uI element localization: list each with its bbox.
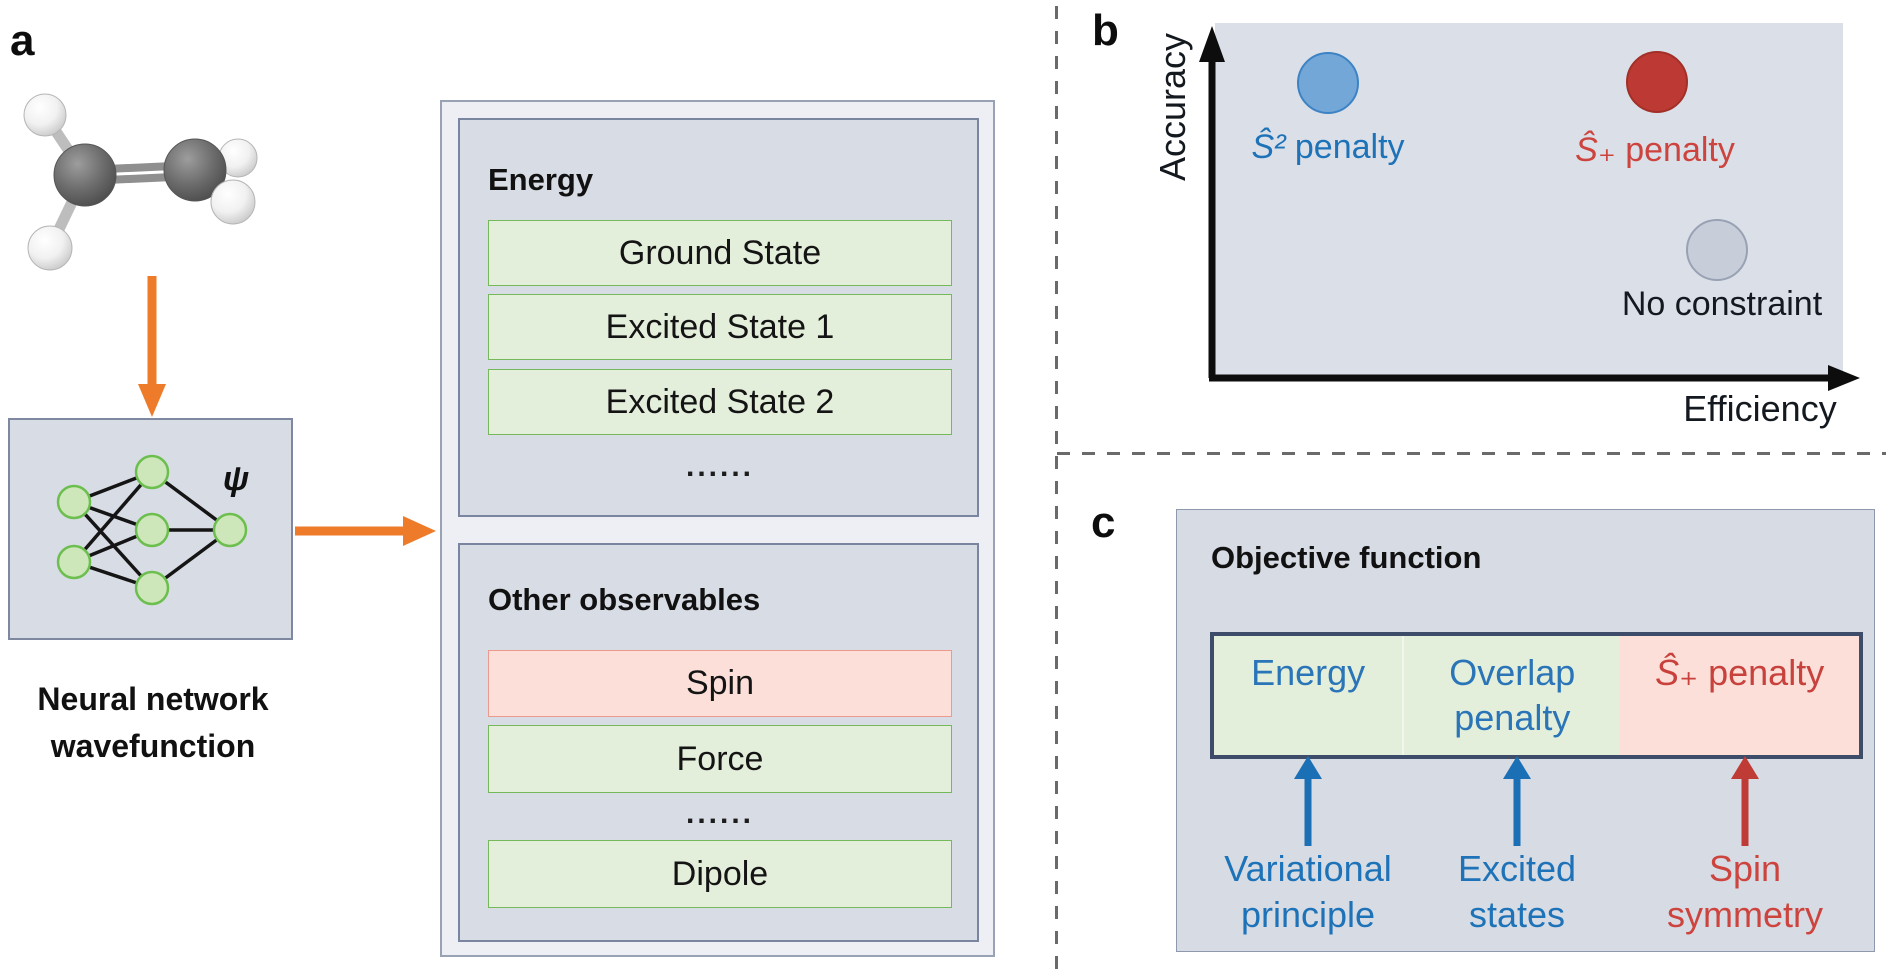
observables-ellipsis: ...... [685,797,754,830]
row-label: Dipole [671,854,769,893]
neural-network-diagram [56,454,248,606]
excited-states-label: Excited states [1457,848,1577,935]
hydrogen-atom [23,93,67,137]
observables-group-title: Other observables [488,582,761,617]
splus-penalty-term-cell: Ŝ₊ penalty [1620,636,1859,755]
list-item-force: Force [488,725,952,793]
neural-network-box [8,418,293,640]
spin-symmetry-label: Spin symmetry [1667,848,1823,935]
row-label: Excited State 2 [605,382,835,421]
objective-function-box: Objective function Energy Overlap penalt… [1176,509,1875,952]
variational-principle-label: Variational principle [1224,848,1392,935]
x-axis-title: Efficiency [1683,388,1837,429]
splus-symbol: Ŝ₊ [1575,131,1616,169]
splus-penalty-point [1626,51,1688,113]
list-item-dipole: Dipole [488,840,952,908]
vertical-dashed-divider [1055,6,1058,974]
splus-text: penalty [1615,131,1735,169]
energy-group-title: Energy [488,162,594,197]
objective-function-title: Objective function [1211,540,1482,575]
y-axis-title: Accuracy [1152,32,1193,182]
no-constraint-label: No constraint [1621,285,1823,323]
energy-term-cell: Energy [1214,636,1405,755]
panel-a-label: a [10,16,35,65]
x-axis-arrowhead [1828,365,1860,391]
s2-penalty-point [1297,52,1359,114]
s2-symbol: Ŝ² [1251,128,1286,166]
s2-text: penalty [1285,128,1405,166]
hydrogen-atom [27,225,73,271]
no-constraint-point [1686,219,1748,281]
list-item-excited-state-2: Excited State 2 [488,369,952,435]
psi-symbol: ψ [222,460,250,498]
arrow-molecule-to-network [138,276,166,417]
arrow-variational-principle [1294,756,1322,846]
network-caption: Neural network wavefunction [37,681,269,764]
panel-c-label: c [1091,498,1116,547]
y-axis-arrowhead [1199,26,1225,62]
splus-penalty-label: Ŝ₊ penalty [1545,130,1765,170]
outputs-container: Energy Ground State Excited State 1 Exci… [440,100,995,957]
s2-penalty-label: Ŝ² penalty [1218,128,1438,167]
energy-group-box: Energy Ground State Excited State 1 Exci… [458,118,979,517]
row-label: Force [676,739,764,778]
arrow-excited-states [1503,756,1531,846]
carbon-atom [163,138,227,202]
list-item-spin: Spin [488,650,952,717]
energy-ellipsis: ...... [685,450,754,483]
list-item-ground-state: Ground State [488,220,952,286]
carbon-atom [53,143,117,207]
row-label: Excited State 1 [605,307,835,346]
list-item-excited-state-1: Excited State 1 [488,294,952,360]
molecule-illustration [23,93,258,271]
arrow-network-to-outputs [295,516,436,546]
panel-b-label: b [1092,6,1119,55]
plot-axes [1199,26,1860,391]
network-nodes [56,454,248,606]
hydrogen-atom [210,179,256,225]
overlap-penalty-term-cell: Overlap penalty [1404,636,1621,755]
splus-text: penalty [1698,652,1825,693]
row-label: Ground State [618,233,822,272]
row-label: Spin [685,664,755,702]
splus-symbol: Ŝ₊ [1655,652,1699,693]
horizontal-dashed-divider [1057,452,1886,455]
objective-terms-bar: Energy Overlap penalty Ŝ₊ penalty [1210,632,1863,759]
arrow-spin-symmetry [1731,756,1759,846]
observables-group-box: Other observables Spin Force ...... Dipo… [458,543,979,942]
